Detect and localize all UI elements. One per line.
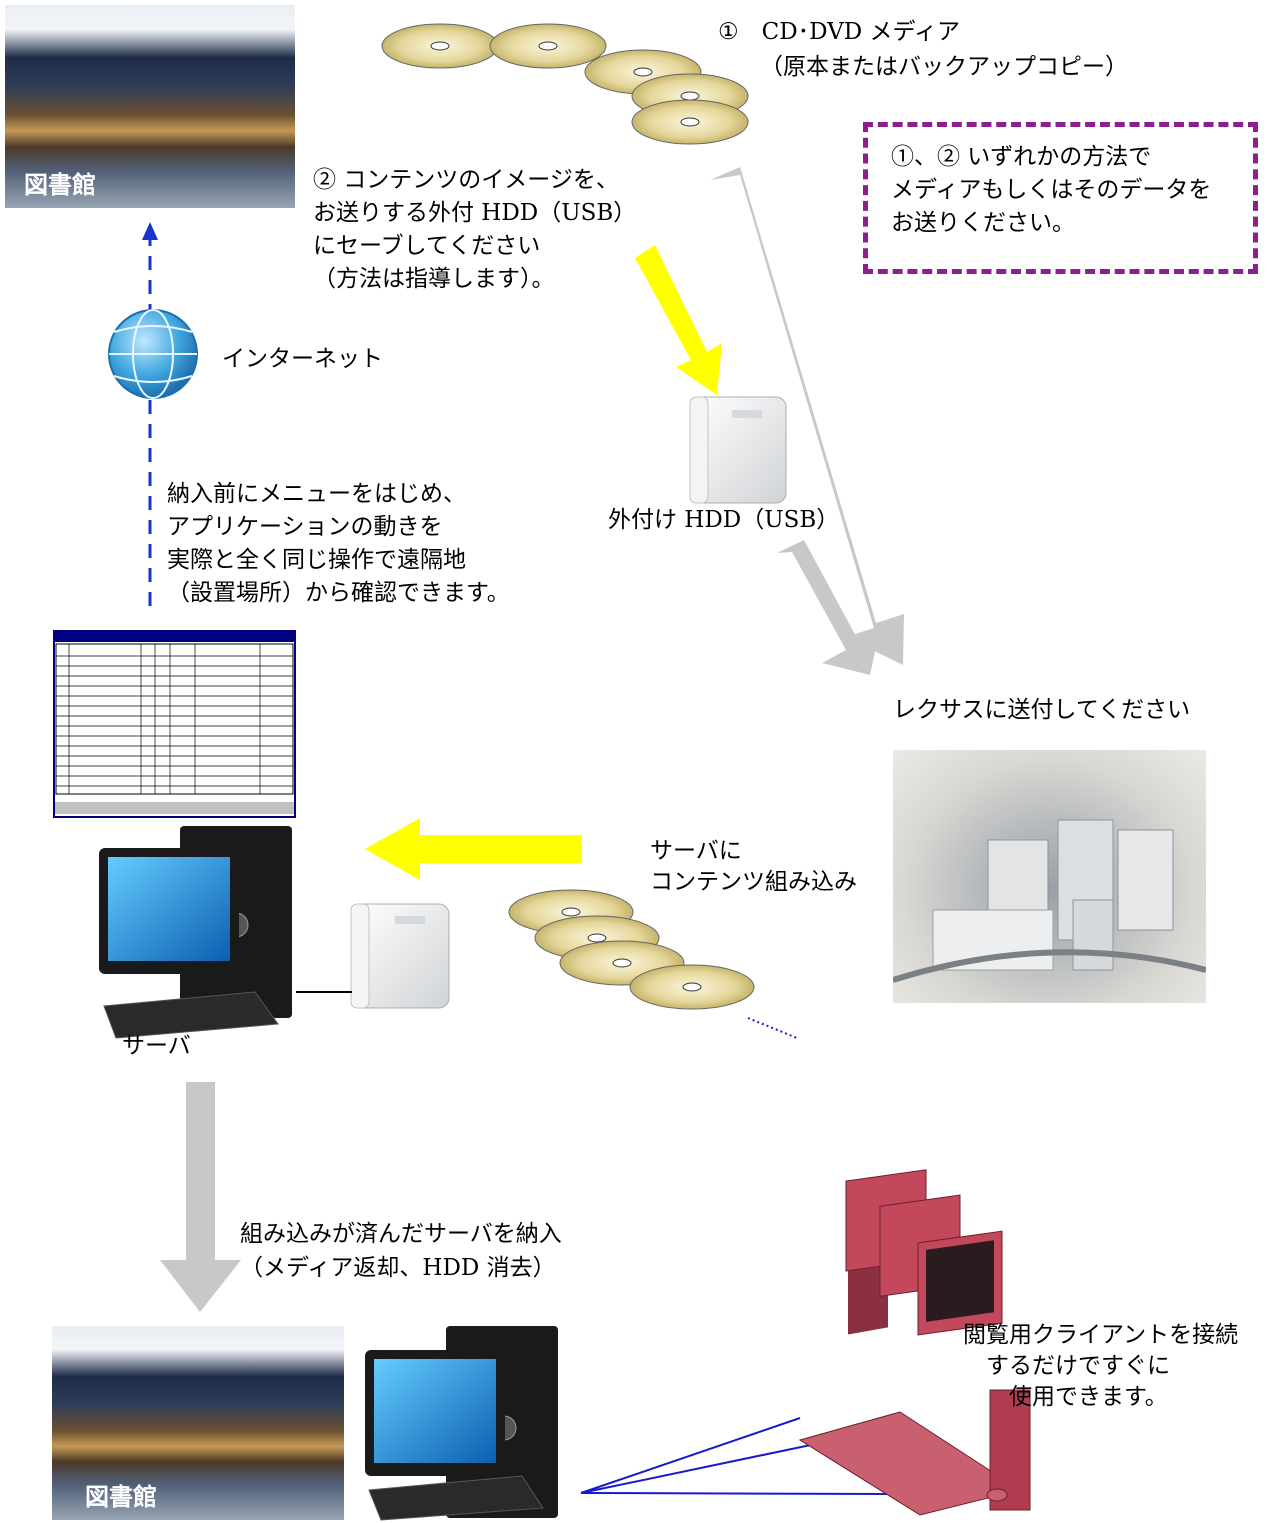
cd-disc-group-top — [381, 23, 749, 145]
library-photo-top: 図書館 — [5, 5, 295, 208]
library-label-top: 図書館 — [24, 171, 96, 199]
gray-arrow-down — [160, 1082, 241, 1312]
window-table-graphic — [55, 643, 294, 814]
library-label-bottom: 図書館 — [85, 1483, 157, 1511]
server-label: サーバ — [122, 1033, 191, 1059]
client-computers-icon — [798, 1169, 1031, 1516]
facility-aerial-photo — [893, 750, 1206, 1003]
gray-arrow-short — [777, 540, 880, 675]
send-to-lexus-label: レクサスに送付してください — [893, 697, 1191, 723]
internet-label: インターネット — [222, 346, 383, 372]
server-computer-icon — [99, 826, 292, 1039]
client-connect-text: 閲覧用クライアントを接続 するだけですぐに 使用できます。 — [963, 1322, 1239, 1410]
option1-line2: （原本またはバックアップコピー） — [760, 54, 1128, 80]
note-box — [863, 122, 1258, 274]
cd-disc-icon — [381, 23, 499, 69]
external-hdd-icon-bottom — [350, 903, 450, 1009]
dashed-blue-arrow — [142, 222, 158, 606]
cd-disc-icon — [489, 23, 607, 69]
library-photo-bottom: 図書館 — [52, 1326, 344, 1520]
yellow-arrow-left — [365, 818, 582, 880]
yellow-arrow-down — [635, 245, 722, 395]
dotted-line — [747, 1017, 798, 1039]
server-computer-icon-bottom — [365, 1326, 558, 1521]
deliver-server-text: 組み込みが済んだサーバを納入 （メディア返却、HDD 消去） — [240, 1221, 562, 1281]
window-titlebar — [55, 632, 294, 642]
client-connection-lines — [580, 1417, 894, 1495]
option2-text: ② コンテンツのイメージを、 お送りする外付 HDD（USB） にセーブしてくだ… — [313, 167, 637, 292]
cd-disc-group-bottom — [508, 889, 755, 1010]
option1-line1: ① CD･DVD メディア — [718, 19, 960, 45]
note-box-text: ①、② いずれかの方法で メディアもしくはそのデータを お送りください。 — [891, 144, 1212, 236]
remote-check-text: 納入前にメニューをはじめ、 アプリケーションの動きを 実際と全く同じ操作で遠隔地… — [167, 481, 510, 606]
hdd-label: 外付け HDD（USB） — [608, 507, 840, 533]
external-hdd-icon-top — [689, 396, 787, 504]
app-screenshot-window — [53, 630, 296, 818]
cd-disc-icon — [631, 99, 749, 145]
install-contents-text: サーバに コンテンツ組み込み — [650, 838, 857, 895]
globe-icon — [108, 309, 198, 399]
facility-buildings-graphic — [893, 819, 1206, 983]
cd-disc-icon — [629, 964, 755, 1010]
